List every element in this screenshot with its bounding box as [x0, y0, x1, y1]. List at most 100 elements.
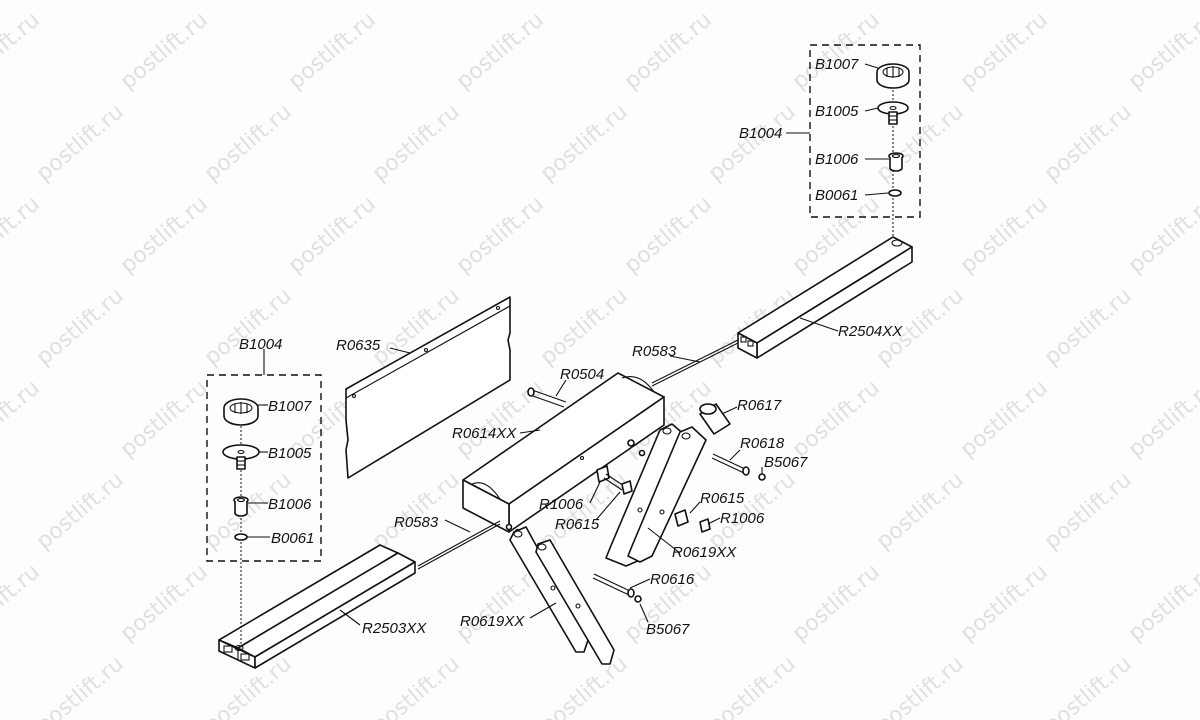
label-r0583-lower: R0583: [394, 514, 439, 531]
watermark-text: postlift.ru: [620, 192, 717, 279]
watermark-text: postlift.ru: [284, 8, 381, 95]
watermark-text: postlift.ru: [32, 468, 129, 555]
leader-lines: [247, 63, 889, 626]
watermark-text: postlift.ru: [452, 192, 549, 279]
r1006-left-bolt: [596, 465, 633, 495]
watermark-text: postlift.ru: [1124, 376, 1200, 463]
center-washer: [627, 439, 635, 447]
label-r2504xx: R2504XX: [838, 323, 903, 340]
watermark-text: postlift.ru: [116, 192, 213, 279]
watermark-text: postlift.ru: [116, 560, 213, 647]
watermark-text: postlift.ru: [1040, 284, 1137, 371]
label-b0061-right: B0061: [815, 187, 858, 204]
watermark-text: postlift.ru: [116, 8, 213, 95]
watermark-text: postlift.ru: [1040, 468, 1137, 555]
label-r0616: R0616: [650, 571, 695, 588]
watermark-text: postlift.ru: [872, 652, 969, 720]
b5067-lower-clip: [634, 595, 642, 603]
b1007-left-pad: [223, 398, 259, 426]
label-r0617: R0617: [737, 397, 782, 414]
watermark-text: postlift.ru: [0, 8, 45, 95]
label-b5067-upper: B5067: [764, 454, 808, 471]
watermark-text: postlift.ru: [284, 192, 381, 279]
r2503xx-arm: [218, 544, 416, 669]
watermark-text: postlift.ru: [452, 8, 549, 95]
label-r0635: R0635: [336, 337, 381, 354]
label-b1006-left: B1006: [268, 496, 312, 513]
watermark-text: postlift.ru: [536, 100, 633, 187]
b1004-right-box: [809, 44, 921, 218]
b1005-right-disc: [877, 101, 909, 125]
watermark-text: postlift.ru: [704, 652, 801, 720]
r0635-cover-plate: [345, 296, 511, 479]
label-r0618: R0618: [740, 435, 785, 452]
watermark-text: postlift.ru: [956, 376, 1053, 463]
watermark-text: postlift.ru: [872, 468, 969, 555]
b1006-right-bushing: [888, 152, 904, 172]
label-b1004-right: B1004: [739, 125, 782, 142]
b0061-right-washer: [888, 189, 902, 197]
label-b5067-lower: B5067: [646, 621, 690, 638]
watermark-text: postlift.ru: [788, 376, 885, 463]
watermark-text: postlift.ru: [788, 8, 885, 95]
watermark-text: postlift.ru: [0, 560, 45, 647]
watermark-text: postlift.ru: [620, 8, 717, 95]
label-r0619xx-left: R0619XX: [460, 613, 525, 630]
r0583-lower-rod: [417, 520, 501, 567]
r0614xx-center-body: [462, 372, 665, 533]
label-r0583-upper: R0583: [632, 343, 677, 360]
r1006-right-bolt: [674, 509, 711, 533]
watermark-text: postlift.ru: [0, 192, 45, 279]
watermark-text: postlift.ru: [956, 560, 1053, 647]
b1005-left-disc: [222, 444, 260, 470]
r0616-pin: [592, 573, 635, 598]
watermark-text: postlift.ru: [536, 284, 633, 371]
label-r2503xx: R2503XX: [362, 620, 427, 637]
r2504xx-arm: [737, 236, 913, 359]
watermark-text: postlift.ru: [1124, 8, 1200, 95]
watermark-text: postlift.ru: [788, 560, 885, 647]
watermark-text: postlift.ru: [200, 100, 297, 187]
r0619xx-right-link: [605, 423, 707, 567]
watermark-text: postlift.ru: [956, 192, 1053, 279]
label-b0061-left: B0061: [271, 530, 314, 547]
watermark-text: postlift.ru: [32, 100, 129, 187]
watermark-text: postlift.ru: [116, 376, 213, 463]
r0617-sleeve: [699, 403, 731, 435]
label-r1006-right: R1006: [720, 510, 765, 527]
watermark-text: postlift.ru: [536, 652, 633, 720]
watermark-text: postlift.ru: [0, 376, 45, 463]
watermark-text: postlift.ru: [1124, 560, 1200, 647]
r0619xx-left-link: [509, 526, 615, 665]
watermark-text: postlift.ru: [32, 652, 129, 720]
label-r0615-left: R0615: [555, 516, 600, 533]
label-b1006-right: B1006: [815, 151, 859, 168]
b5067-upper-clip: [758, 473, 766, 481]
label-r0504: R0504: [560, 366, 604, 383]
b1007-right-pad: [876, 63, 910, 89]
watermark-text: postlift.ru: [368, 468, 465, 555]
watermark-text: postlift.ru: [1040, 652, 1137, 720]
label-r1006-left: R1006: [539, 496, 584, 513]
b0061-left-washer: [234, 533, 248, 541]
b1004-left-box: [206, 374, 322, 562]
watermark-text: postlift.ru: [1124, 192, 1200, 279]
label-b1005-left: B1005: [268, 445, 312, 462]
b1006-left-bushing: [233, 496, 249, 517]
watermark-text: postlift.ru: [200, 284, 297, 371]
label-b1007-right: B1007: [815, 56, 859, 73]
label-r0615-right: R0615: [700, 490, 745, 507]
label-b1007-left: B1007: [268, 398, 312, 415]
label-r0614xx: R0614XX: [452, 425, 517, 442]
label-b1004-left: B1004: [239, 336, 282, 353]
watermark-text: postlift.ru: [32, 284, 129, 371]
watermark-text: postlift.ru: [1040, 100, 1137, 187]
watermark-text: postlift.ru: [704, 100, 801, 187]
label-b1005-right: B1005: [815, 103, 859, 120]
watermark-text: postlift.ru: [956, 8, 1053, 95]
label-r0619xx-right: R0619XX: [672, 544, 737, 561]
r0504-pin: [527, 387, 567, 408]
